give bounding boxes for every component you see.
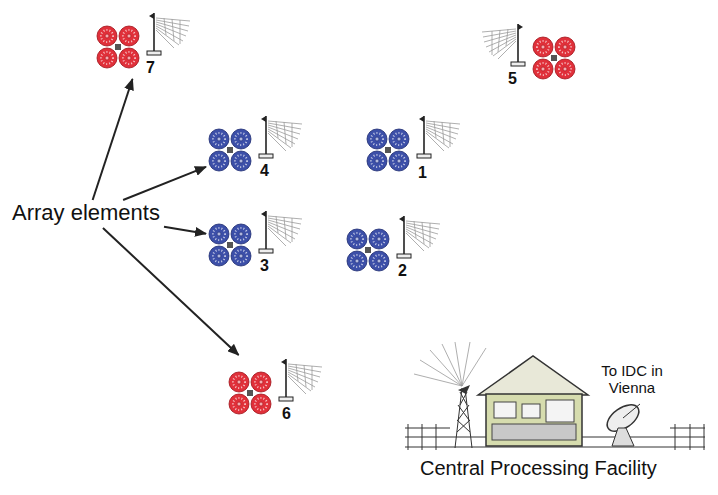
pointer-arrow (123, 167, 206, 200)
element-number: 2 (398, 262, 407, 280)
array-element: 1 (364, 112, 464, 184)
array-element: 5 (478, 20, 578, 92)
array-element: 4 (206, 112, 306, 182)
array-element: 2 (344, 212, 444, 282)
element-number: 6 (282, 405, 291, 423)
array-element: 3 (206, 207, 306, 277)
array-element: 7 (94, 9, 194, 79)
element-number: 4 (260, 162, 269, 180)
array-element: 6 (226, 355, 326, 425)
pointer-arrow (93, 79, 133, 200)
pointer-arrow (164, 227, 206, 234)
facility-title: Central Processing Facility (420, 456, 661, 480)
pointer-arrow (103, 228, 239, 355)
group-label: Array elements (12, 200, 164, 228)
group-label-text: Array elements (12, 200, 164, 226)
element-number: 5 (508, 70, 517, 88)
uplink-label: To IDC in Vienna (592, 362, 672, 396)
facility-node: Central Processing Facility (420, 456, 661, 482)
element-number: 3 (260, 257, 269, 275)
element-number: 1 (418, 164, 427, 182)
element-number: 7 (146, 59, 155, 77)
